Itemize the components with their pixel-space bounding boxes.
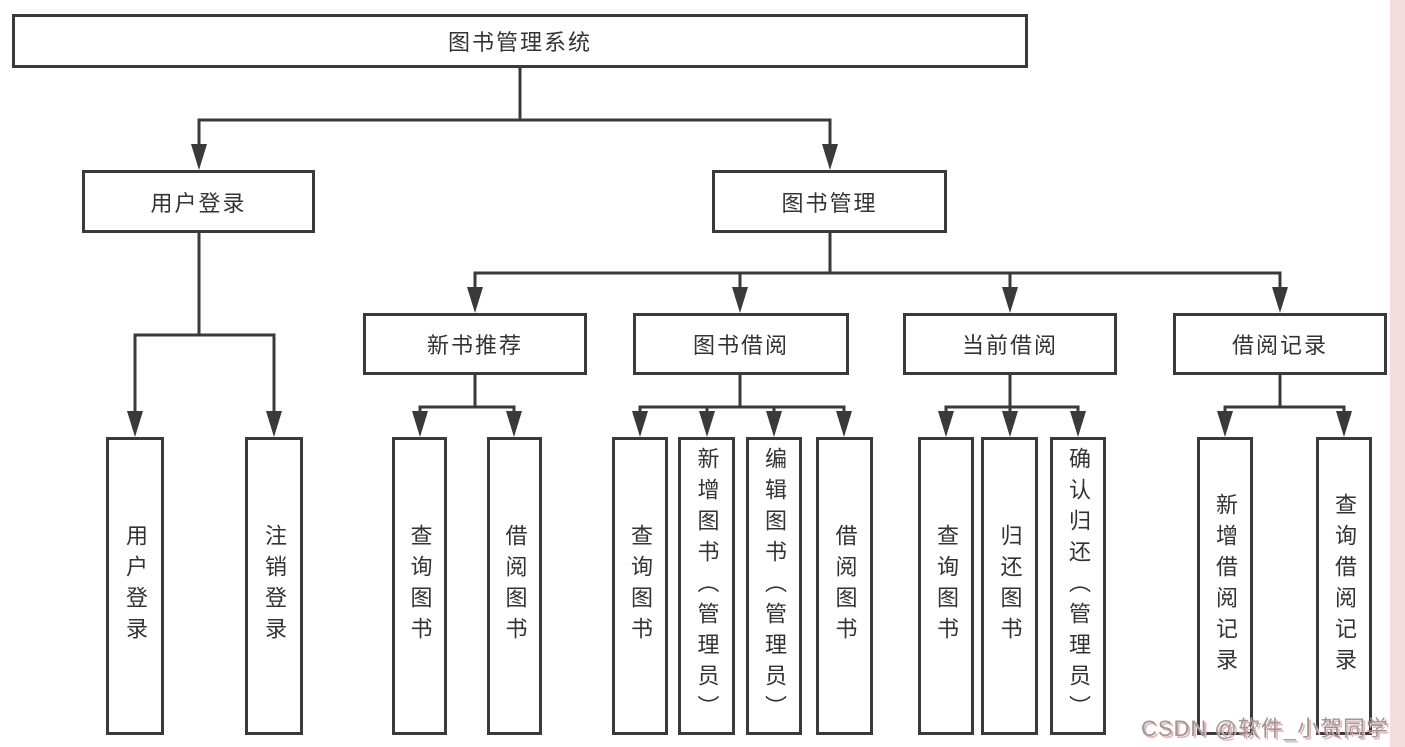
- leaf-edit-books-admin: 编辑图书（管理员）: [746, 437, 802, 735]
- node-book-management: 图书管理: [712, 170, 947, 233]
- leaf-return-books: 归还图书: [981, 437, 1038, 735]
- node-user-login: 用户登录: [82, 170, 315, 233]
- node-label: 图书管理系统: [447, 30, 592, 55]
- leaf-query-books-1: 查询图书: [392, 437, 447, 735]
- node-label: 新增借阅记录: [1213, 493, 1238, 679]
- leaf-add-borrowing-record: 新增借阅记录: [1197, 437, 1253, 735]
- leaf-add-books-admin: 新增图书（管理员）: [678, 437, 735, 735]
- node-label: 新书推荐: [426, 333, 523, 358]
- watermark-strip: [1390, 0, 1405, 747]
- leaf-borrow-books-2: 借阅图书: [816, 437, 873, 735]
- node-label: 查询图书: [407, 524, 433, 648]
- node-label: 图书管理: [781, 190, 878, 216]
- node-label: 图书借阅: [692, 333, 789, 358]
- node-label: 借阅图书: [502, 524, 528, 648]
- node-book-borrowing: 图书借阅: [633, 313, 849, 375]
- leaf-confirm-return-admin: 确认归还（管理员）: [1050, 437, 1106, 735]
- node-label: 编辑图书（管理员）: [762, 446, 787, 726]
- node-label: 注销登录: [262, 524, 287, 648]
- node-borrowing-records: 借阅记录: [1173, 313, 1387, 375]
- node-new-book-recommendation: 新书推荐: [363, 313, 587, 375]
- leaf-user-login: 用户登录: [106, 437, 164, 735]
- node-label: 借阅图书: [832, 524, 858, 648]
- node-label: 确认归还（管理员）: [1066, 446, 1091, 726]
- node-label: 查询图书: [628, 524, 653, 648]
- node-label: 用户登录: [150, 190, 247, 216]
- node-label: 当前借阅: [961, 333, 1058, 358]
- watermark: CSDN @软件_小贺同学: [1140, 716, 1389, 741]
- leaf-logout: 注销登录: [245, 437, 303, 735]
- leaf-query-books-3: 查询图书: [918, 437, 974, 735]
- leaf-borrow-books-1: 借阅图书: [487, 437, 542, 735]
- node-label: 借阅记录: [1231, 333, 1328, 358]
- node-label: 归还图书: [997, 524, 1023, 648]
- leaf-query-borrowing-record: 查询借阅记录: [1316, 437, 1372, 735]
- node-label: 查询借阅记录: [1332, 493, 1357, 679]
- node-library-management-system: 图书管理系统: [12, 14, 1028, 68]
- node-label: 查询图书: [934, 524, 959, 648]
- node-label: 新增图书（管理员）: [694, 446, 720, 726]
- node-label: 用户登录: [123, 524, 148, 648]
- node-current-borrowing: 当前借阅: [903, 313, 1117, 375]
- leaf-query-books-2: 查询图书: [612, 437, 668, 735]
